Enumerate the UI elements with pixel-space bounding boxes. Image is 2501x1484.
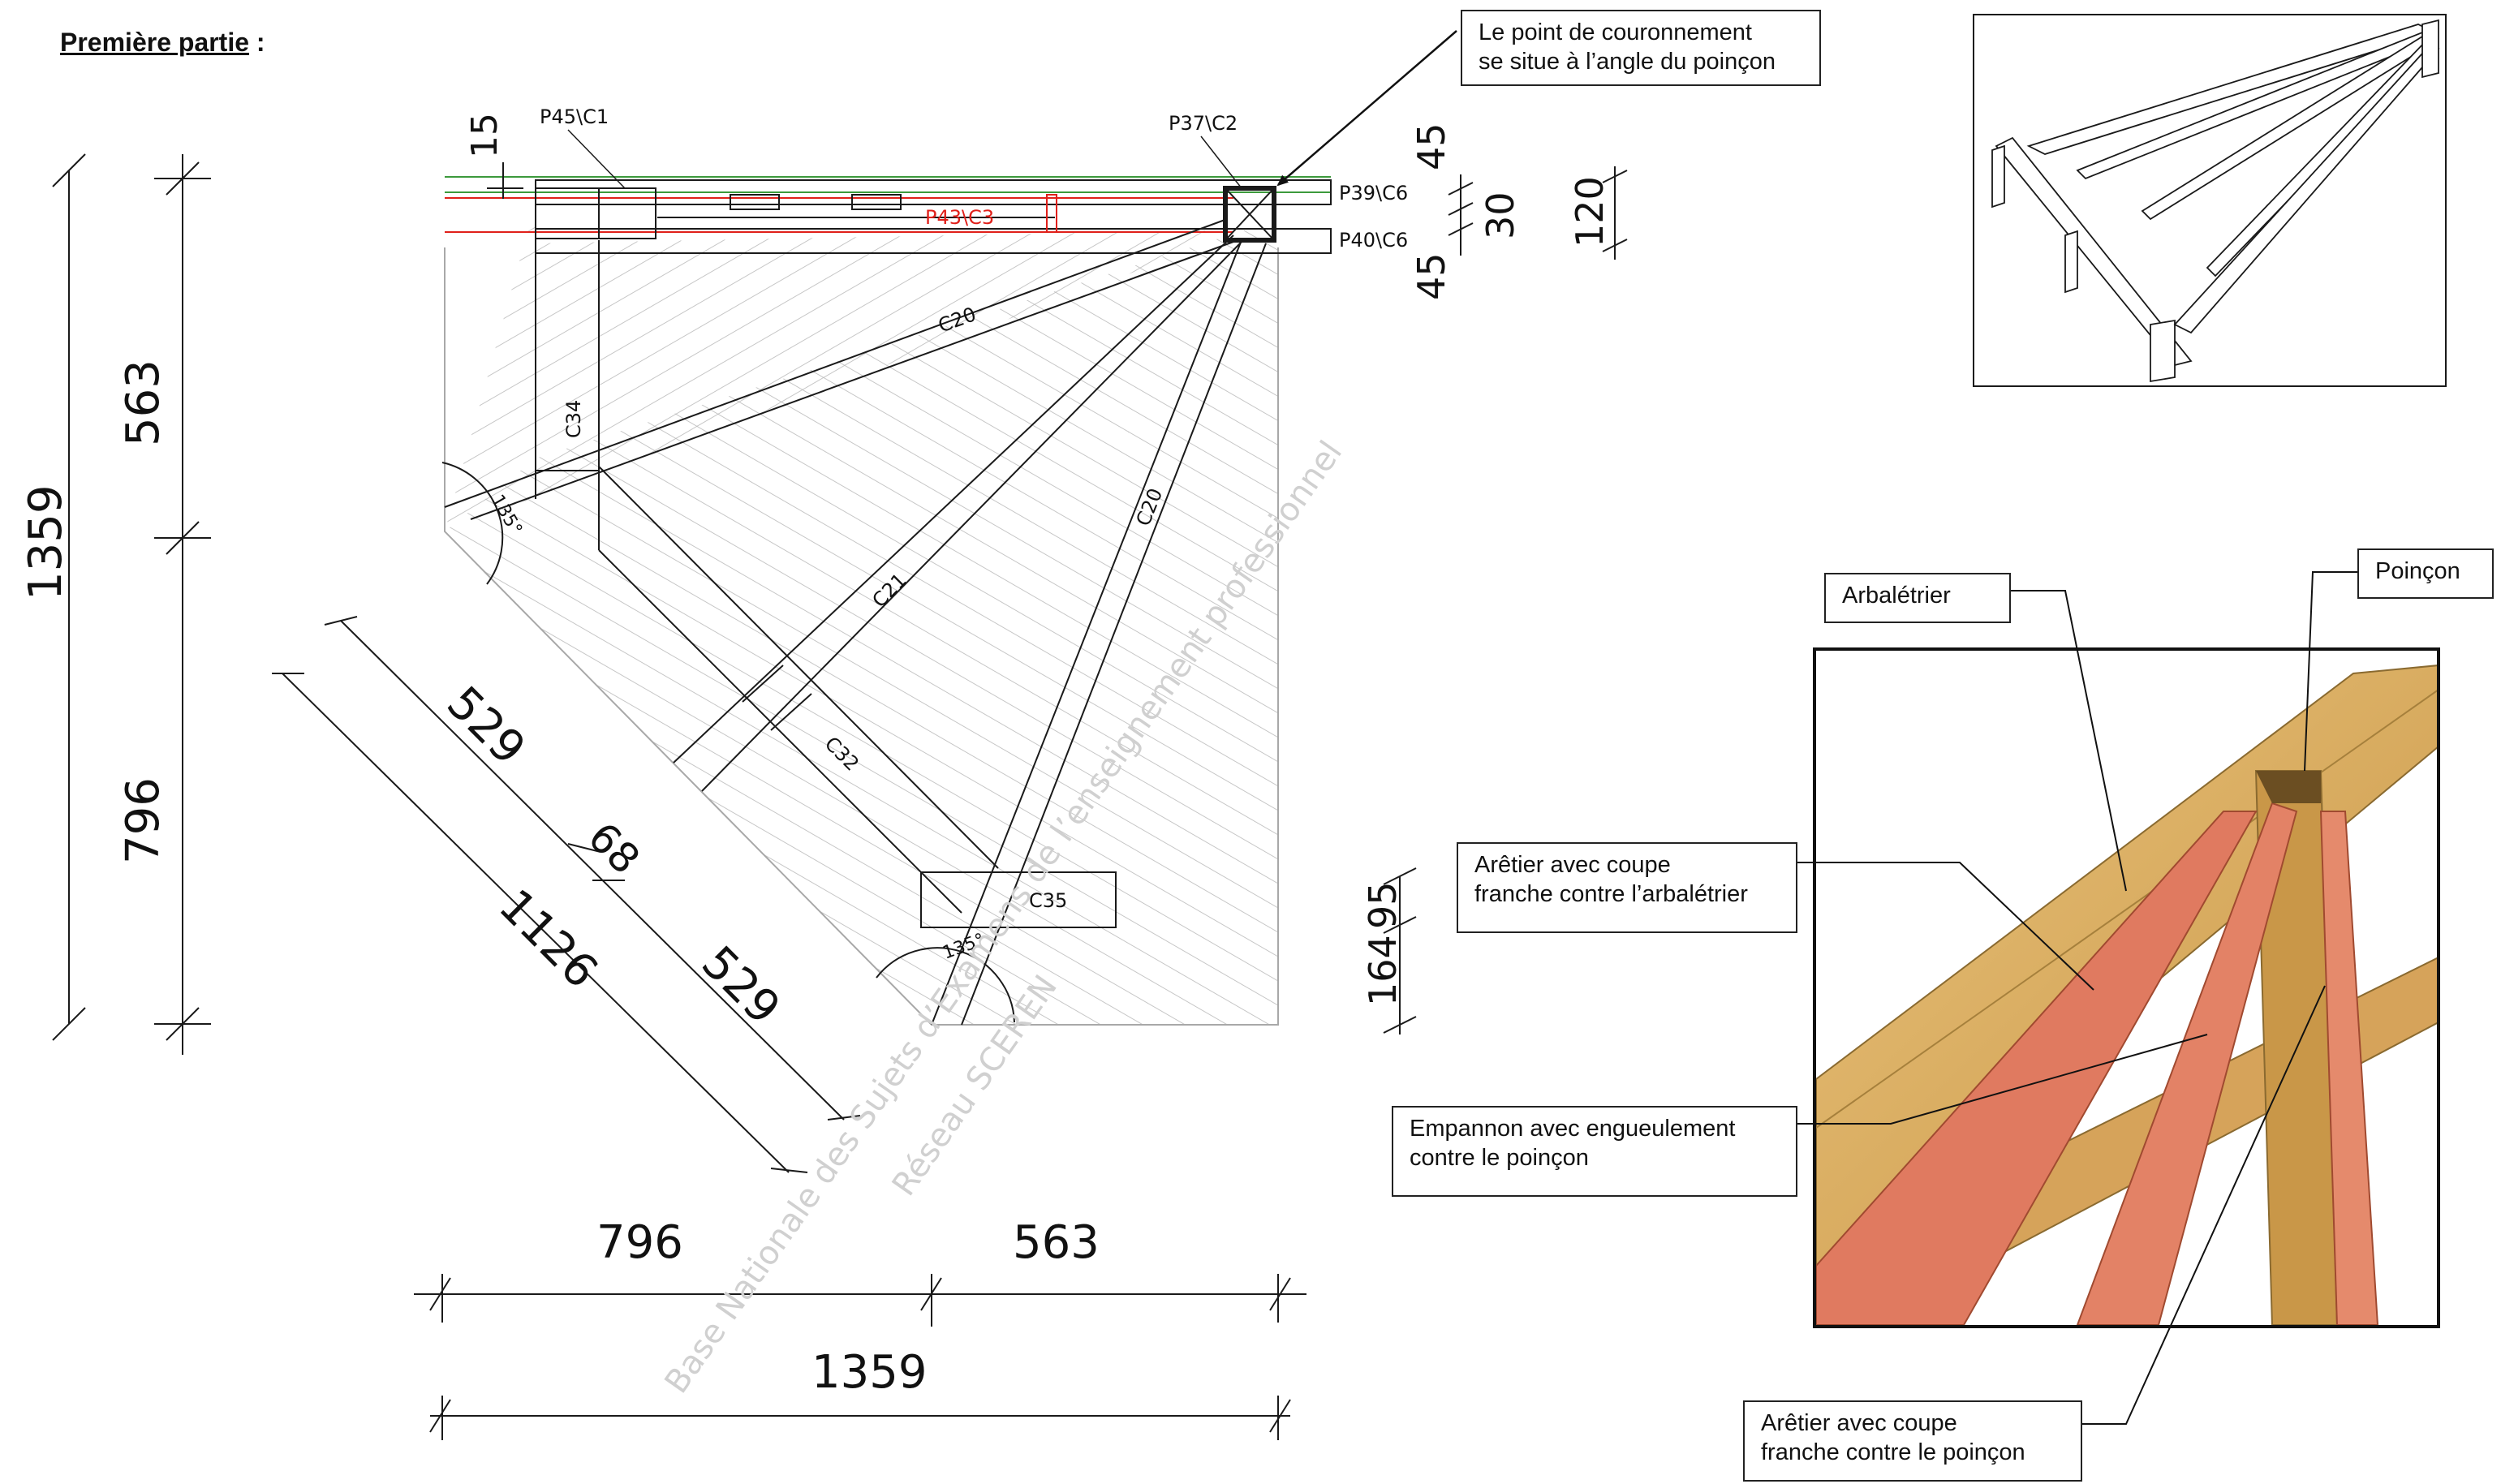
callout-aretier-arbaletrier: Arêtier avec coupe franche contre l’arba… [1457, 842, 1797, 933]
arrow-couronnement [1276, 30, 1457, 187]
hip-c20-lower-b [961, 243, 1267, 1026]
label-c34: C34 [562, 400, 585, 438]
dimension-lines [52, 153, 1628, 1440]
purlin-p45 [535, 187, 600, 239]
angle-arc-bottom [876, 947, 1015, 1023]
plate-c35 [920, 871, 1117, 928]
label-p45: P45\C1 [540, 105, 609, 128]
rafter-c32-b [598, 549, 962, 914]
dim-164: 164 [1361, 935, 1405, 1006]
dim-bottom-1359: 1359 [811, 1346, 928, 1399]
dim-diag-529a: 529 [437, 677, 536, 776]
callout-poincon: Poinçon [2357, 548, 2494, 599]
jack-c21-a [673, 234, 1234, 764]
dim-left-lower: 796 [117, 777, 170, 864]
hip-c20-upper-b [470, 241, 1234, 520]
dim-left-total: 1359 [19, 484, 72, 600]
jack-c21-b [701, 241, 1242, 792]
rafter-c32-a [598, 466, 999, 869]
timber-render [1793, 571, 2440, 1425]
label-p40: P40\C6 [1339, 229, 1408, 252]
callout-arbaletrier: Arbalétrier [1824, 573, 2011, 623]
callout-couronnement: Le point de couronnement se situe à l’an… [1461, 10, 1821, 86]
dim-15: 15 [464, 113, 506, 158]
hip-c20-upper-a [444, 218, 1228, 508]
dim-bottom-563: 563 [1013, 1216, 1100, 1269]
angle-arc-left [441, 462, 504, 585]
dim-95: 95 [1361, 881, 1405, 929]
purlin-block [598, 187, 656, 239]
roof-plan [441, 176, 1332, 1026]
dim-bottom-796: 796 [596, 1216, 683, 1269]
king-post [1223, 186, 1276, 243]
dim-30: 30 [1479, 191, 1522, 239]
dim-diag-1126: 1126 [489, 880, 608, 999]
dim-45-bottom: 45 [1410, 252, 1453, 300]
dim-120: 120 [1568, 176, 1612, 247]
dim-left-upper: 563 [117, 359, 170, 446]
label-p39: P39\C6 [1339, 182, 1408, 204]
hip-c20-lower-a [931, 239, 1242, 1026]
dim-diag-68: 68 [579, 813, 649, 883]
callout-aretier-poincon: Arêtier avec coupe franche contre le poi… [1743, 1400, 2082, 1482]
callout-empannon: Empannon avec engueulement contre le poi… [1392, 1106, 1797, 1197]
label-p43: P43\C3 [925, 206, 994, 229]
label-p37: P37\C2 [1169, 112, 1238, 135]
isometric-sketch [1973, 14, 2447, 387]
label-c35: C35 [1029, 889, 1067, 912]
section-title: Première partie : [60, 28, 265, 57]
dim-diag-529b: 529 [691, 936, 790, 1035]
dim-45-top: 45 [1410, 123, 1453, 170]
